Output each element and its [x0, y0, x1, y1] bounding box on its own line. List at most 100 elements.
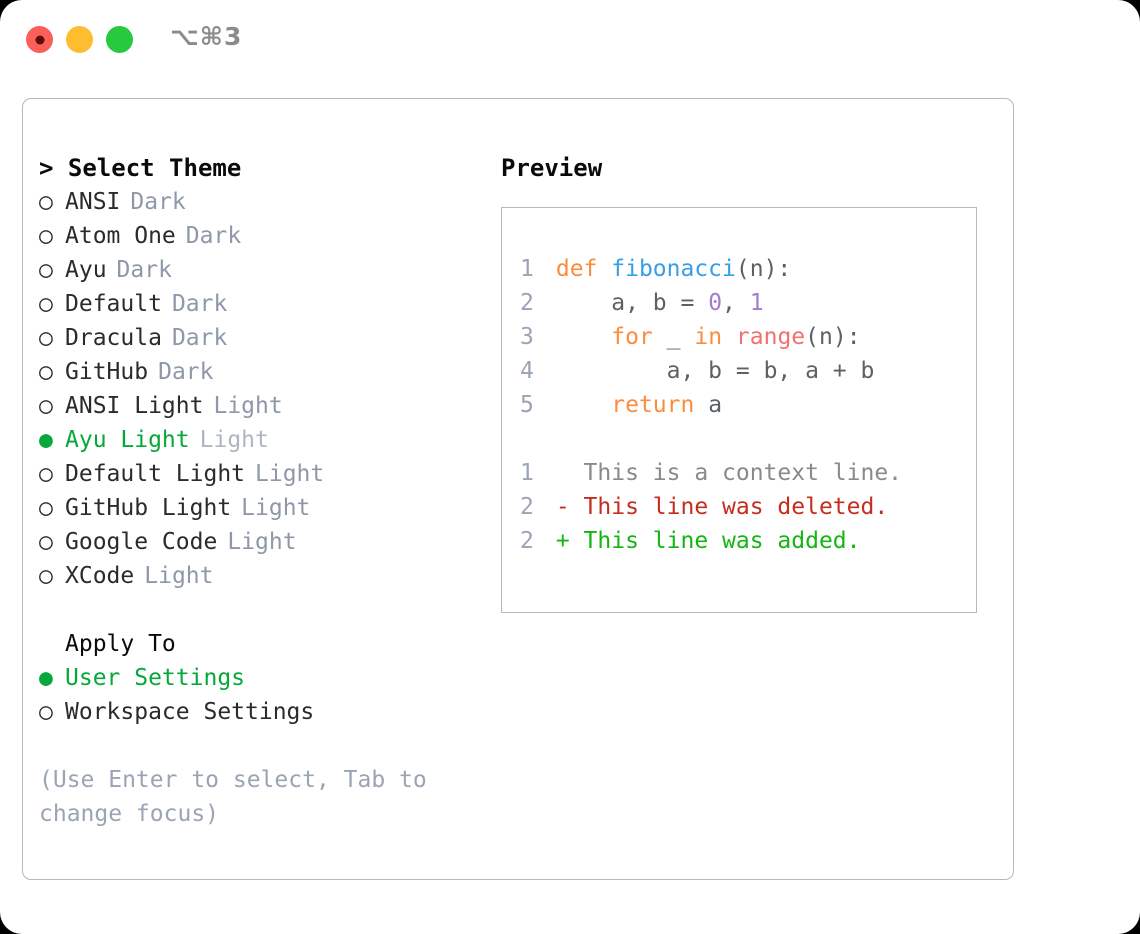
code-line-number: 1 [520, 256, 534, 282]
theme-option-tag: Light [241, 495, 311, 521]
radio-unselected-icon: ○ [39, 325, 53, 351]
theme-option-label: ANSI Light [65, 393, 204, 419]
theme-option-ayu-light[interactable]: ● Ayu Light Light [39, 423, 469, 457]
code-gutter-space [542, 392, 556, 418]
theme-option-label: Ayu Light [65, 427, 190, 453]
code-line: 4 a, b = b, a + b [520, 354, 976, 388]
code-token [722, 324, 736, 350]
code-token: range [735, 324, 806, 350]
code-token: , [722, 290, 750, 316]
diff-line: 2 - This line was deleted. [520, 490, 976, 524]
code-token: a, b = [555, 290, 709, 316]
code-token: 1 [749, 290, 764, 316]
theme-option-dracula[interactable]: ○ Dracula Dark [39, 321, 469, 355]
radio-unselected-icon: ○ [39, 461, 53, 487]
minimize-button[interactable] [66, 26, 93, 53]
theme-option-tag: Dark [130, 189, 186, 215]
radio-selected-icon: ● [39, 427, 53, 453]
theme-option-tag: Light [227, 529, 297, 555]
diff-line-text: - This line was deleted. [542, 494, 889, 520]
theme-option-label: Dracula [65, 325, 162, 351]
code-line: 2 a, b = 0, 1 [520, 286, 976, 320]
code-token: in [694, 324, 723, 350]
theme-option-label: Default [65, 291, 162, 317]
diff-line-text: This is a context line. [542, 460, 903, 486]
radio-unselected-icon: ○ [39, 393, 53, 419]
code-line-number: 3 [520, 324, 534, 350]
radio-unselected-icon: ○ [39, 189, 53, 215]
theme-option-label: GitHub [65, 359, 149, 385]
theme-option-label: XCode [65, 563, 135, 589]
apply-to-header: Apply To [65, 631, 176, 657]
preview-title: Preview [501, 154, 603, 182]
theme-option-label: Atom One [65, 223, 176, 249]
apply-to-option-user-settings[interactable]: ●User Settings [39, 661, 469, 695]
keyboard-shortcut-label: ⌥⌘3 [170, 22, 243, 51]
apply-to-list[interactable]: ●User Settings ○ Workspace Settings [39, 661, 469, 729]
code-token [556, 392, 611, 418]
code-gutter-space [542, 256, 556, 282]
radio-unselected-icon: ○ [39, 495, 53, 521]
radio-selected-icon: ● [39, 665, 53, 691]
theme-option-tag: Dark [158, 359, 214, 385]
code-token: (n): [805, 324, 861, 350]
diff-line: 1 This is a context line. [520, 456, 976, 490]
theme-option-tag: Dark [116, 257, 172, 283]
radio-unselected-icon: ○ [39, 359, 53, 385]
apply-to-option-workspace-settings[interactable]: ○ Workspace Settings [39, 695, 469, 729]
radio-unselected-icon: ○ [39, 699, 53, 725]
list-spacer [39, 593, 469, 627]
theme-option-tag: Dark [171, 325, 228, 351]
theme-list-header: > Select Theme [39, 154, 242, 182]
code-token: (n): [735, 256, 792, 282]
apply-to-option-label: Workspace Settings [65, 699, 315, 725]
theme-option-ayu[interactable]: ○ Ayu Dark [39, 253, 469, 287]
radio-unselected-icon: ○ [39, 223, 53, 249]
theme-option-tag: Light [144, 563, 214, 589]
code-token: a [694, 392, 723, 418]
maximize-button[interactable] [106, 26, 133, 53]
theme-option-label: Default Light [65, 461, 246, 487]
diff-line-number: 2 [520, 494, 534, 520]
code-token: def [555, 256, 612, 282]
code-token [556, 324, 611, 350]
code-line-number: 5 [520, 392, 534, 418]
code-gutter-space [542, 290, 556, 316]
code-line-number: 4 [520, 358, 534, 384]
code-gutter-space [542, 324, 556, 350]
theme-option-label: Ayu [65, 257, 107, 283]
keyboard-hint-text: (Use Enter to select, Tab to change focu… [39, 767, 427, 827]
diff-line-number: 2 [520, 528, 534, 554]
diff-line-number: 1 [520, 460, 534, 486]
theme-option-label: Google Code [65, 529, 218, 555]
theme-option-google-code[interactable]: ○ Google Code Light [39, 525, 469, 559]
diff-line: 2 + This line was added. [520, 524, 976, 558]
theme-option-github[interactable]: ○ GitHub Dark [39, 355, 469, 389]
code-token: _ [652, 324, 695, 350]
diff-line-text: + This line was added. [542, 528, 861, 554]
close-icon [35, 35, 44, 44]
code-token: 0 [708, 290, 723, 316]
code-token: return [611, 392, 695, 418]
theme-option-tag: Light [199, 427, 269, 453]
radio-unselected-icon: ○ [39, 257, 53, 283]
radio-unselected-icon: ○ [39, 529, 53, 555]
diff-sample: 1 This is a context line.2 - This line w… [520, 456, 976, 558]
code-line: 5 return a [520, 388, 976, 422]
code-token: fibonacci [611, 256, 736, 282]
code-line-number: 2 [520, 290, 534, 316]
close-button[interactable] [26, 26, 53, 53]
